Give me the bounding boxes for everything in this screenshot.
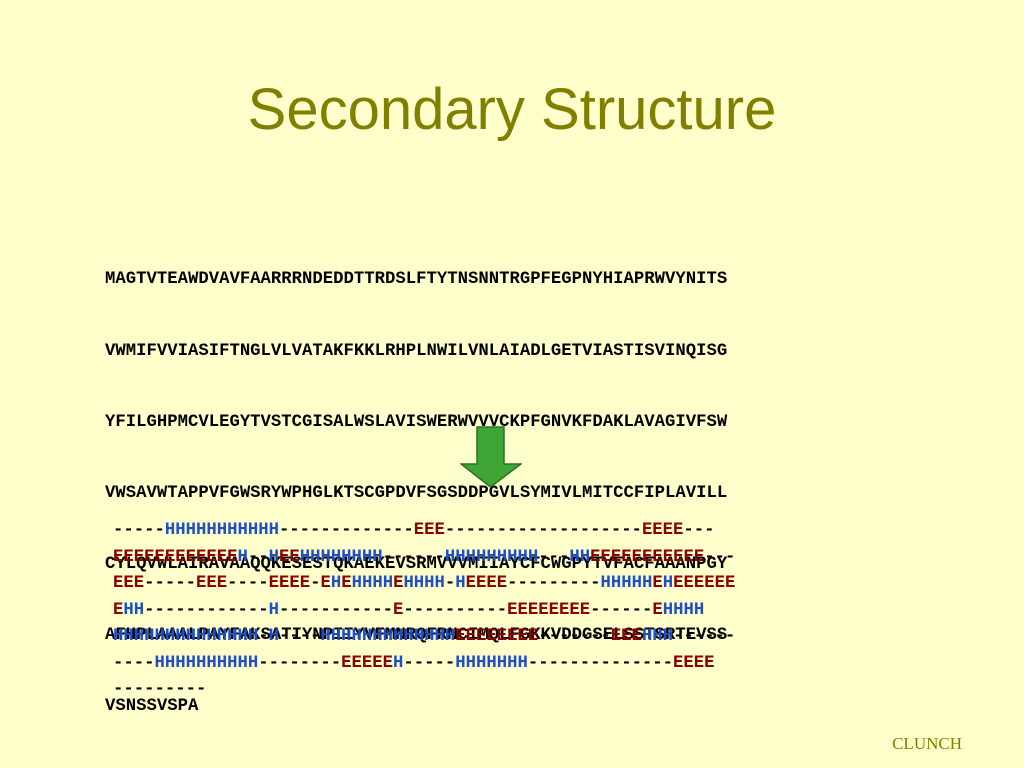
amino-acid-sequence: MAGTVTEAWDVAVFAARRRNDEDDTTRDSLFTYTNSNNTR…	[105, 221, 727, 742]
helix-segment: H	[268, 547, 279, 567]
structure-line: HHHHHHHHHHHHHH-H----HHHHHHHHHHHHHEEEEEEE…	[113, 624, 735, 651]
helix-segment: HHHHHHHHHHHHH	[320, 627, 456, 646]
helix-segment: H	[268, 627, 279, 646]
strand-segment: E	[393, 574, 404, 593]
strand-segment: EEE	[195, 574, 228, 593]
coil-segment: ------	[590, 600, 653, 620]
helix-segment: H	[393, 653, 404, 673]
helix-segment: HHHHHHHHHHHHHH	[113, 627, 259, 646]
coil-segment: -	[444, 574, 456, 593]
helix-segment: HH	[569, 547, 591, 567]
helix-segment: HHHH	[403, 574, 445, 593]
coil-segment: --	[247, 547, 269, 567]
coil-segment: -----------	[278, 600, 394, 620]
helix-segment: HHHH	[662, 600, 705, 620]
strand-segment: EE	[278, 547, 300, 567]
coil-segment: -------------------	[444, 521, 642, 540]
coil-segment: ---------	[507, 574, 601, 593]
coil-segment: ----	[113, 653, 155, 673]
coil-segment: ---	[704, 547, 736, 567]
strand-segment: EEEEEE	[673, 574, 736, 593]
strand-segment: EEEEEEEE	[507, 600, 591, 620]
strand-segment: EEEE	[465, 574, 508, 593]
coil-segment: ---	[683, 521, 715, 540]
structure-line: -----HHHHHHHHHHH-------------EEE--------…	[113, 518, 735, 545]
strand-segment: EEEE	[641, 521, 684, 540]
helix-segment: HHHHHHHHH	[444, 547, 539, 567]
down-arrow-icon	[460, 426, 522, 488]
structure-line: ---------	[113, 677, 735, 704]
structure-line: EEE-----EEE----EEEE-EHEHHHHEHHHH-HEEEE--…	[113, 571, 735, 598]
structure-line: EEEEEEEEEEEEH--HEEHHHHHHHH------HHHHHHHH…	[113, 545, 735, 572]
helix-segment: H	[455, 574, 466, 593]
coil-segment: ---	[538, 547, 570, 567]
coil-segment: -----	[144, 574, 196, 593]
footer-label: CLUNCH	[892, 734, 962, 753]
strand-segment: E	[113, 600, 124, 620]
coil-segment: ------	[382, 547, 445, 567]
coil-segment: -----	[403, 653, 456, 673]
coil-segment: ------------	[144, 600, 269, 620]
strand-segment: E	[341, 574, 352, 593]
sequence-line: VSNSSVSPA	[105, 697, 199, 717]
helix-segment: H	[662, 574, 674, 593]
helix-segment: H	[330, 574, 342, 593]
coil-segment: ----	[278, 627, 321, 646]
coil-segment: ------	[673, 627, 736, 646]
helix-segment: HHHHHHHH	[299, 547, 383, 567]
strand-segment: EEEEEEEE	[455, 627, 539, 646]
helix-segment: HH	[123, 600, 145, 620]
sequence-line: VWMIFVVIASIFTNGLVLVATAKFKKLRHPLNWILVNLAI…	[105, 341, 728, 361]
strand-segment: EEEEE	[341, 653, 394, 673]
helix-segment: HHHHHHH	[455, 653, 528, 673]
strand-segment: EEEEEEEEEEEE	[113, 547, 238, 567]
helix-segment: HHHHH	[600, 574, 653, 593]
strand-segment: EEE	[610, 627, 642, 646]
helix-segment: HHHHHHHHHH	[154, 653, 259, 673]
structure-line: EHH------------H-----------E----------EE…	[113, 598, 735, 625]
sequence-line: CYLQVWLAIRAVAAQQKESESTQKAEKEVSRMVVVMIIAY…	[105, 554, 728, 574]
strand-segment: E	[652, 600, 663, 620]
coil-segment: ---------	[113, 680, 207, 699]
sequence-line: YFILGHPMCVLEGYTVSTCGISALWSLAVISWERWVVVCK…	[105, 412, 728, 432]
helix-segment: HHHHHHHHHHH	[164, 521, 279, 540]
strand-segment: EEEE	[673, 653, 715, 673]
sequence-line: AFHPLAAALPAYFAKSATIYNPIIYVFMNRQFRNCIMQLF…	[105, 625, 728, 645]
coil-segment: ----------	[403, 600, 508, 620]
strand-segment: EEEE	[268, 574, 311, 593]
strand-segment: E	[393, 600, 404, 620]
coil-segment: -	[310, 574, 321, 593]
coil-segment: -	[258, 627, 269, 646]
strand-segment: E	[320, 574, 331, 593]
coil-segment: -----	[113, 521, 165, 540]
sequence-line: MAGTVTEAWDVAVFAARRRNDEDDTTRDSLFTYTNSNNTR…	[105, 270, 728, 290]
secondary-structure-prediction: -----HHHHHHHHHHH-------------EEE--------…	[113, 518, 735, 704]
strand-segment: EEEEEEEEEEE	[590, 547, 705, 567]
helix-segment: H	[268, 600, 279, 620]
structure-line: ----HHHHHHHHHH--------EEEEEH-----HHHHHHH…	[113, 651, 735, 678]
helix-segment: H	[237, 547, 248, 567]
coil-segment: -------------	[278, 521, 414, 540]
strand-segment: EEE	[413, 521, 445, 540]
helix-segment: HHHH	[351, 574, 394, 593]
coil-segment: -------	[538, 627, 611, 646]
strand-segment: EEE	[113, 574, 145, 593]
sequence-line: VWSAVWTAPPVFGWSRYWPHGLKTSCGPDVFSGSDDPGVL…	[105, 483, 728, 503]
coil-segment: --------	[258, 653, 342, 673]
helix-segment: HHH	[641, 627, 674, 646]
slide-title: Secondary Structure	[247, 77, 777, 142]
strand-segment: E	[652, 574, 663, 593]
coil-segment: --------------	[527, 653, 674, 673]
coil-segment: ----	[227, 574, 269, 593]
